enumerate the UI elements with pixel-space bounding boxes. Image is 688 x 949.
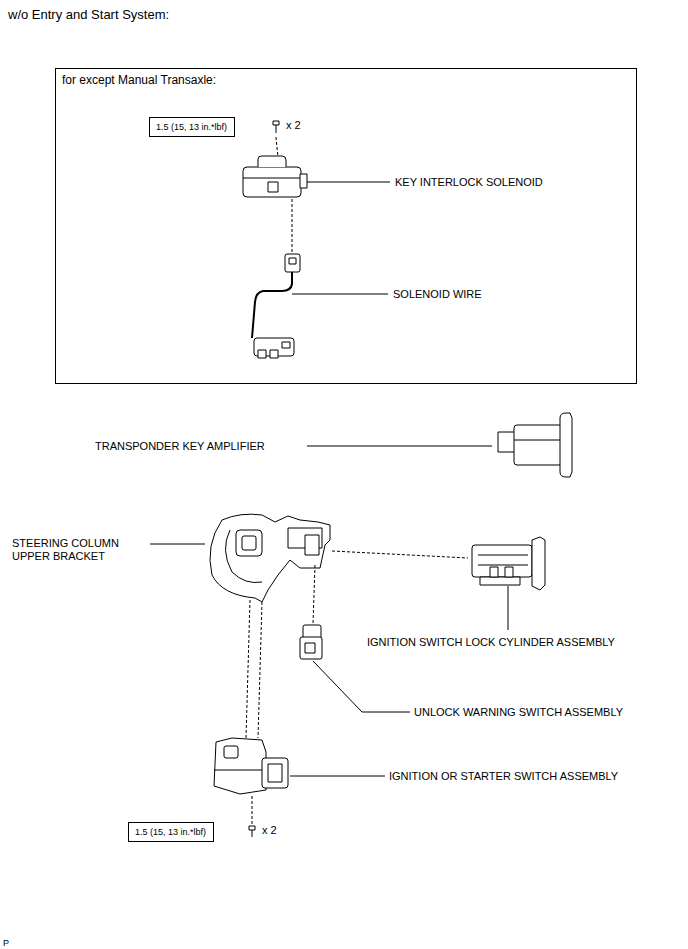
key-interlock-solenoid-part bbox=[243, 167, 301, 197]
dashed-line bbox=[246, 600, 250, 738]
page-mark: P bbox=[3, 937, 9, 949]
transponder-key-amplifier-part bbox=[514, 440, 560, 441]
steering-column-upper-bracket-part bbox=[225, 530, 262, 583]
lock-cylinder-part bbox=[478, 565, 528, 566]
steering-column-upper-bracket-part bbox=[305, 535, 319, 555]
part-name: UNLOCK WARNING SWITCH ASSEMBLY bbox=[414, 706, 623, 719]
part-name: STEERING COLUMN UPPER BRACKET bbox=[12, 537, 140, 563]
steering-column-upper-bracket-part bbox=[236, 530, 262, 556]
diagram-title: w/o Entry and Start System: bbox=[8, 7, 169, 23]
key-interlock-solenoid-part bbox=[300, 174, 307, 188]
screw-symbol bbox=[273, 121, 279, 133]
dashed-line bbox=[332, 551, 468, 558]
variant-frame: for except Manual Transaxle: 1.5 (15, 13 … bbox=[55, 68, 637, 384]
leader-line bbox=[290, 776, 385, 777]
part-name: SOLENOID WIRE bbox=[393, 288, 482, 301]
transponder-key-amplifier-part bbox=[498, 432, 516, 452]
leader-line bbox=[508, 586, 509, 630]
dashed-line bbox=[276, 137, 278, 158]
solenoid-wire-part bbox=[258, 350, 266, 358]
dashed-line bbox=[258, 602, 262, 738]
dashed-line bbox=[252, 796, 253, 824]
part-name: IGNITION OR STARTER SWITCH ASSEMBLY bbox=[389, 770, 618, 783]
part-name: KEY INTERLOCK SOLENOID bbox=[395, 176, 543, 189]
lock-cylinder-part bbox=[480, 577, 520, 585]
lock-cylinder-part bbox=[490, 567, 498, 577]
lock-cylinder bbox=[472, 537, 545, 590]
solenoid-wire bbox=[252, 254, 300, 358]
key-interlock-solenoid-part bbox=[243, 178, 300, 179]
leader-line bbox=[150, 544, 205, 545]
torque-spec-box: 1.5 (15, 13 in.*lbf) bbox=[128, 822, 214, 842]
solenoid-wire-part bbox=[270, 350, 278, 358]
unlock-warning-switch-part bbox=[300, 637, 322, 659]
transponder-key-amplifier-part bbox=[560, 413, 572, 477]
key-interlock-solenoid-part bbox=[258, 156, 286, 167]
lock-cylinder-part bbox=[472, 545, 532, 577]
screw-symbol-part bbox=[276, 125, 277, 133]
leader-line bbox=[313, 661, 410, 712]
ignition-starter-switch-part bbox=[224, 746, 238, 758]
ignition-starter-switch-part bbox=[214, 738, 266, 794]
frame-heading: for except Manual Transaxle: bbox=[62, 73, 630, 88]
ignition-starter-switch-part bbox=[268, 764, 282, 782]
steering-column-upper-bracket bbox=[210, 514, 330, 602]
screw-symbol-part bbox=[252, 830, 253, 837]
torque-spec-box: 1.5 (15, 13 in.*lbf) bbox=[149, 117, 235, 137]
solenoid-wire-part bbox=[282, 342, 290, 348]
ignition-starter-switch-part bbox=[214, 770, 262, 771]
leader-line bbox=[292, 294, 388, 295]
lock-cylinder-part bbox=[478, 555, 528, 556]
solenoid-wire-part bbox=[252, 272, 292, 338]
unlock-warning-switch-part bbox=[305, 643, 315, 653]
solenoid-wire-part bbox=[289, 258, 296, 264]
leader-line bbox=[307, 182, 390, 183]
transponder-key-amplifier bbox=[498, 413, 572, 477]
transponder-key-amplifier-part bbox=[514, 425, 562, 465]
key-interlock-solenoid-part bbox=[268, 182, 278, 192]
dashed-line bbox=[292, 199, 293, 253]
steering-column-upper-bracket-part bbox=[210, 514, 330, 602]
torque-value: 1.5 (15, 13 in.*lbf) bbox=[156, 121, 228, 133]
ignition-starter-switch-part bbox=[262, 758, 288, 788]
ignition-starter-switch bbox=[214, 738, 288, 794]
key-interlock-solenoid bbox=[243, 156, 307, 197]
quantity-label: x 2 bbox=[262, 824, 277, 837]
steering-column-upper-bracket-part bbox=[242, 536, 256, 550]
solenoid-wire-part bbox=[285, 254, 300, 272]
dashed-line bbox=[313, 565, 315, 624]
leader-line bbox=[307, 446, 492, 447]
unlock-warning-switch bbox=[300, 625, 322, 659]
lock-cylinder-part bbox=[505, 567, 513, 577]
torque-value: 1.5 (15, 13 in.*lbf) bbox=[135, 826, 207, 838]
screw-symbol bbox=[249, 826, 255, 837]
screw-symbol-part bbox=[273, 121, 279, 125]
lock-cylinder-part bbox=[532, 537, 545, 590]
quantity-label: x 2 bbox=[286, 119, 301, 132]
part-name: TRANSPONDER KEY AMPLIFIER bbox=[95, 440, 265, 453]
screw-symbol-part bbox=[249, 826, 255, 830]
part-name: IGNITION SWITCH LOCK CYLINDER ASSEMBLY bbox=[367, 636, 615, 649]
